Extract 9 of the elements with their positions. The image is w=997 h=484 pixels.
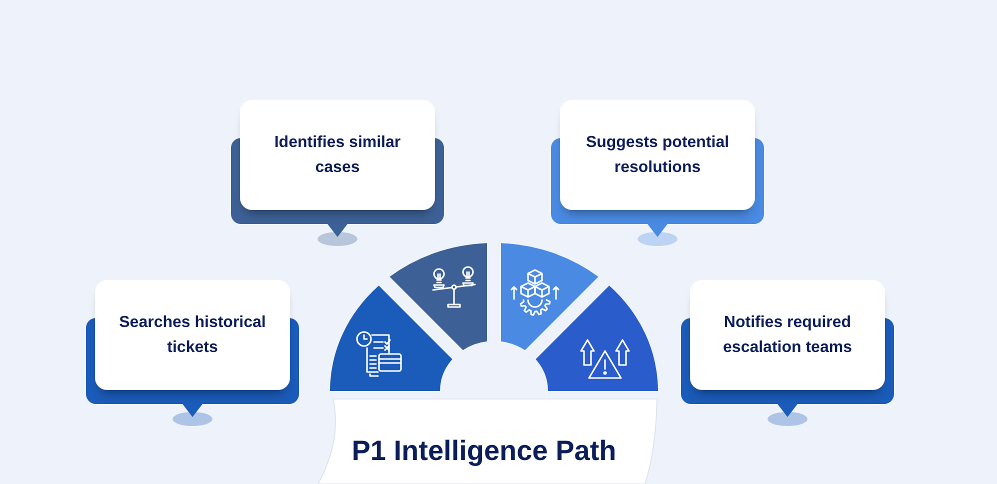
- callout-card: [560, 100, 755, 210]
- callout-card: [240, 100, 435, 210]
- card-text: Searches historical tickets: [118, 313, 267, 358]
- callout-card: [95, 280, 290, 390]
- card-text: Suggests potential resolutions: [584, 133, 730, 178]
- card-text: Notifies required escalation teams: [722, 313, 853, 358]
- callout-card: [690, 280, 885, 390]
- diagram-title: P1 Intelligence Path: [350, 434, 618, 468]
- card-text: Identifies similar cases: [273, 133, 402, 178]
